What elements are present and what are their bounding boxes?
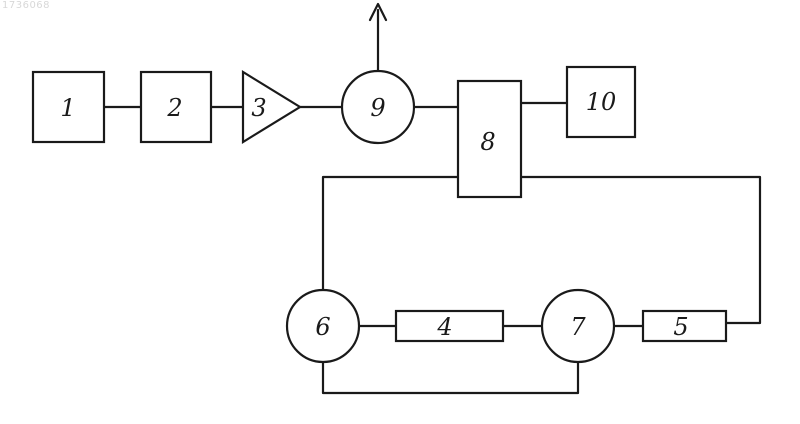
block-10-label: 10 — [586, 88, 617, 116]
block-4: 4 — [396, 311, 503, 341]
block-7-label: 7 — [570, 313, 586, 341]
wire-8-6 — [323, 177, 458, 290]
block-3-amplifier: 3 — [243, 72, 300, 142]
wire-6-7-bottom — [323, 362, 578, 393]
block-7: 7 — [542, 290, 614, 362]
block-9-label: 9 — [370, 94, 385, 122]
block-6: 6 — [287, 290, 359, 362]
block-3-label: 3 — [251, 94, 266, 122]
block-1-label: 1 — [60, 94, 75, 122]
block-5-label: 5 — [673, 313, 688, 341]
block-10: 10 — [567, 67, 635, 137]
block-9: 9 — [342, 71, 414, 143]
block-2-label: 2 — [166, 94, 182, 122]
block-5: 5 — [643, 311, 726, 341]
block-4-label: 4 — [436, 313, 452, 341]
block-8-label: 8 — [480, 128, 495, 156]
block-6-label: 6 — [315, 313, 330, 341]
block-1: 1 — [33, 72, 104, 142]
block-2: 2 — [141, 72, 211, 142]
block-8: 8 — [458, 81, 521, 197]
